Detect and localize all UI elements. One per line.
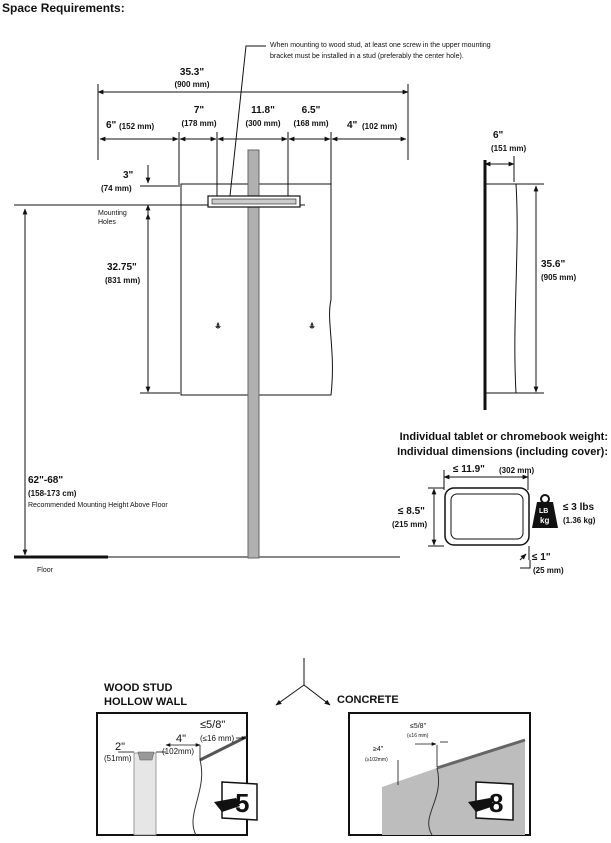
page-title: Space Requirements: [2,1,125,15]
wood-stud-width: 2" [115,741,126,753]
hollow-wall-title: HOLLOW WALL [104,696,188,708]
mounting-holes-label2: Holes [98,219,116,226]
mount-height-cm: (158-173 cm) [28,489,77,498]
mounting-holes-label: Mounting [98,210,127,217]
segment-c-inches: 6.5" [301,105,321,116]
top-offset-mm: (74 mm) [101,184,132,193]
concrete-title: CONCRETE [337,694,399,706]
side-height-mm: (905 mm) [541,273,577,282]
left-offset-mm: (152 mm) [119,122,155,131]
side-depth-mm: (151 mm) [491,144,527,153]
concrete-wall-thickness: ≤5/8" [410,723,427,730]
wood-depth: 4" [176,733,187,745]
top-offset-inches: 3" [123,170,134,181]
stud-note-line1: When mounting to wood stud, at least one… [270,42,491,49]
tablet-height-mm: (215 mm) [392,520,428,529]
concrete-depth: ≥4" [373,746,384,753]
mount-height-inches: 62"-68" [28,475,64,486]
side-height-inches: 35.6" [541,259,566,270]
total-width-mm: (900 mm) [174,80,210,89]
concrete-wall-thickness-mm: (≤16 mm) [407,733,429,739]
tablet-dimensions-heading: Individual dimensions (including cover): [397,446,608,458]
wood-page-reference: 5 [235,788,250,818]
wood-stud-width-mm: (51mm) [104,754,132,763]
tablet-width-inches: ≤ 11.9" [453,464,485,475]
tablet-weight-lbs: ≤ 3 lbs [563,502,595,513]
right-offset-mm: (102 mm) [362,122,398,131]
floor-label: Floor [37,567,53,574]
right-offset-inches: 4" [347,120,358,131]
vertical-span-inches: 32.75" [107,262,137,273]
tablet-depth-inches: ≤ 1" [532,552,551,563]
wood-depth-mm: (102mm) [162,747,195,756]
concrete-page-reference: 8 [489,788,504,818]
tablet-width-mm: (302 mm) [499,466,535,475]
vertical-span-mm: (831 mm) [105,276,141,285]
segment-b-inches: 11.8" [251,105,275,116]
segment-a-inches: 7" [193,105,205,116]
left-offset-inches: 6" [106,120,117,131]
tablet-weight-heading: Individual tablet or chromebook weight: [399,431,608,443]
wood-wall-thickness-mm: (≤16 mm) [200,734,235,743]
total-width-inches: 35.3" [179,67,205,78]
wood-stud-title: WOOD STUD [104,682,173,694]
stud-note-line2: bracket must be installed in a stud (pre… [270,53,464,60]
segment-c-mm: (168 mm) [293,119,329,128]
weight-icon-kg: kg [540,516,550,525]
segment-a-mm: (178 mm) [181,119,217,128]
segment-b-mm: (300 mm) [245,119,281,128]
concrete-depth-mm: (≥102mm) [365,757,388,763]
wood-wall-thickness: ≤5/8" [200,719,226,731]
mount-height-label: Recommended Mounting Height Above Floor [28,502,168,509]
tablet-height-inches: ≤ 8.5" [398,506,425,517]
tablet-weight-kg: (1.36 kg) [563,516,596,525]
side-depth-inches: 6" [493,130,504,141]
weight-icon-lb: LB [539,508,549,515]
tablet-depth-mm: (25 mm) [533,566,564,575]
